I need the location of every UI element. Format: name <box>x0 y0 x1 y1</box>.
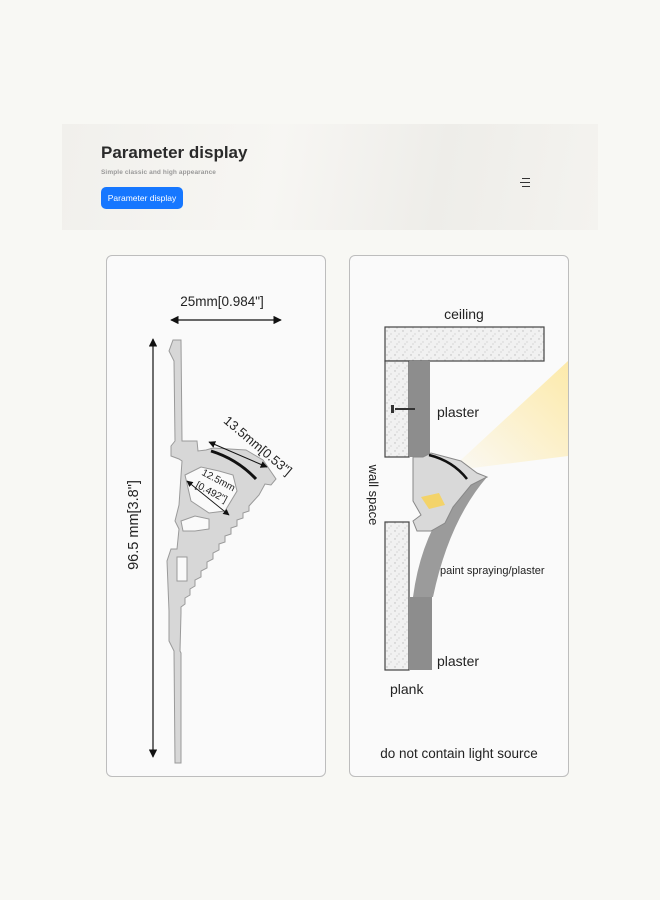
wall-space-label: wall space <box>366 464 381 526</box>
installation-diagram: ceiling plaster wall space paint sprayin… <box>366 306 568 761</box>
installation-panel: ceiling plaster wall space paint sprayin… <box>349 255 569 777</box>
light-beam <box>449 361 568 471</box>
installed-profile <box>412 452 489 532</box>
diffuser-outer-arrow <box>208 441 268 468</box>
plaster-upper <box>409 361 430 457</box>
height-label: 96.5 mm[3.8"] <box>126 480 142 570</box>
wall-plank-lower <box>384 521 410 671</box>
paint-spraying-label: paint spraying/plaster <box>440 565 545 577</box>
ceiling-slab <box>384 326 545 362</box>
menu-icon[interactable] <box>520 177 530 189</box>
no-light-source-note: do not contain light source <box>380 746 538 761</box>
width-label: 25mm[0.984"] <box>180 294 264 309</box>
header-banner <box>62 124 598 230</box>
diffuser-inner-arrow <box>186 480 230 516</box>
installed-diffuser <box>428 453 468 480</box>
paint-spraying-layer <box>413 477 487 597</box>
plaster-lower <box>409 597 432 670</box>
ceiling-label: ceiling <box>444 306 484 322</box>
plank-label: plank <box>390 681 424 697</box>
plaster-upper-label: plaster <box>437 404 479 420</box>
page-title: Parameter display <box>101 143 248 162</box>
profile-dimension-panel: 25mm[0.984"] 96.5 mm[3.8"] 13.5mm[0.53"]… <box>106 255 326 777</box>
profile-dimension-diagram: 25mm[0.984"] 96.5 mm[3.8"] 13.5mm[0.53"]… <box>126 294 295 764</box>
aluminum-profile <box>166 339 277 764</box>
plaster-lower-label: plaster <box>437 653 479 669</box>
parameter-display-button[interactable]: Parameter display <box>101 187 183 209</box>
page-subtitle: Simple classic and high appearance <box>101 169 217 176</box>
